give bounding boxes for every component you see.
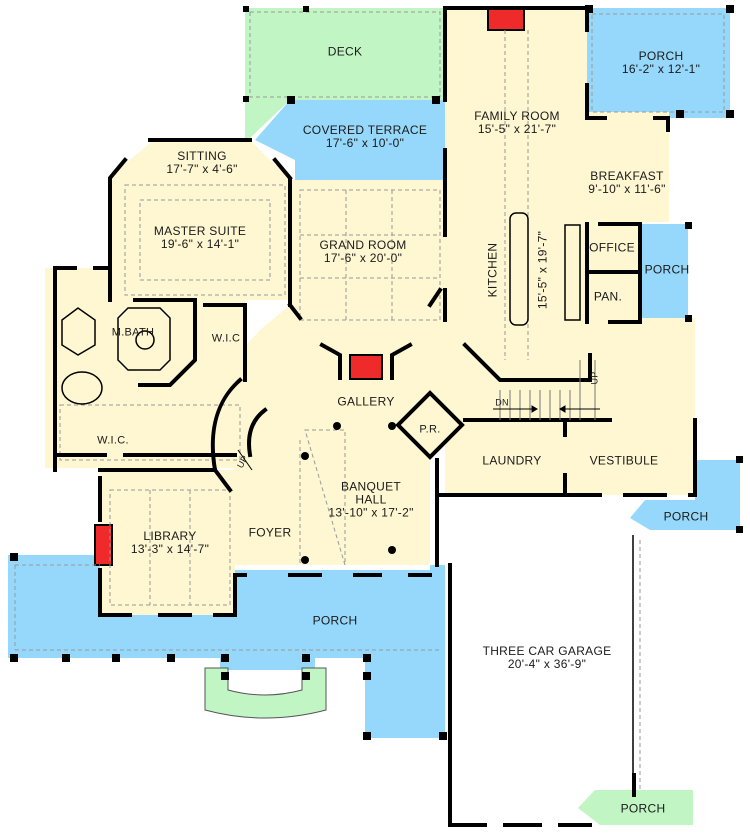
room-dims: 17'-6" x 20'-0" [323, 251, 403, 265]
room-gallery: GALLERY [337, 394, 395, 409]
room-pantry: PAN. [593, 289, 623, 304]
room-deck: DECK [327, 44, 363, 59]
side-porch-area [641, 224, 688, 319]
room-library: LIBRARY 13'-3" x 14'-7" [131, 530, 209, 556]
room-name: SITTING [177, 149, 227, 163]
room-name: P.R. [419, 423, 441, 436]
room-foyer: FOYER [248, 525, 292, 540]
room-grand-room: GRAND ROOM 17'-6" x 20'-0" [320, 239, 407, 265]
room-wic-upper: W.I.C [212, 333, 240, 346]
room-dims: 17'-7" x 4'-6" [166, 162, 238, 176]
room-name: PORCH [620, 801, 666, 816]
room-name: W.I.C [211, 332, 241, 345]
family-room-fireplace [487, 7, 525, 31]
vestibule-porch-area [630, 460, 740, 530]
room-dims: 16'-2" x 12'-1" [621, 62, 701, 76]
room-garage-porch: PORCH [620, 801, 666, 816]
room-office: OFFICE [589, 240, 635, 255]
rear-stair-down-label: DN [495, 397, 509, 408]
room-dims: 9'-10" x 11'-6" [588, 182, 666, 196]
room-dims: 15'-5" x 19'-7" [535, 230, 550, 310]
room-name: LAUNDRY [482, 453, 542, 468]
covered-terrace-area [255, 100, 445, 185]
room-name: BREAKFAST [590, 169, 664, 183]
room-name: PORCH [638, 49, 684, 63]
room-name: PORCH [663, 509, 709, 524]
room-name-line2: HALL [355, 492, 387, 507]
room-dims: 20'-4" x 36'-9" [507, 657, 587, 671]
room-name: MASTER SUITE [153, 224, 247, 238]
room-name: GRAND ROOM [319, 238, 407, 252]
room-garage: THREE CAR GARAGE 20'-4" x 36'-9" [483, 645, 612, 671]
room-kitchen-name: KITCHEN [485, 242, 500, 298]
room-name: THREE CAR GARAGE [482, 644, 612, 658]
garage-porch-area [578, 790, 693, 825]
front-porch-area [8, 555, 445, 738]
room-banquet-hall: BANQUET HALL 13'-10" x 17'-2" [328, 479, 414, 520]
room-dims: 13'-3" x 14'-7" [130, 542, 210, 556]
room-name-line1: BANQUET [340, 479, 402, 494]
room-name: FOYER [248, 525, 292, 540]
room-name: OFFICE [589, 240, 635, 255]
room-name: LIBRARY [143, 529, 197, 543]
room-name: PORCH [312, 613, 358, 628]
room-name: FAMILY ROOM [474, 109, 560, 123]
room-side-porch: PORCH [644, 262, 690, 277]
room-family-room: FAMILY ROOM 15'-5" x 21'-7" [474, 110, 560, 136]
room-laundry: LAUNDRY [482, 453, 542, 468]
room-name: COVERED TERRACE [302, 123, 428, 137]
room-dims: 13'-10" x 17'-2" [328, 505, 414, 520]
rear-stair-up-label: UP [589, 371, 600, 385]
room-sitting: SITTING 17'-7" x 4'-6" [166, 150, 237, 176]
room-wic-lower: W.I.C. [97, 435, 129, 448]
room-kitchen-dims: 15'-5" x 19'-7" [535, 230, 550, 310]
library-fireplace [94, 524, 113, 566]
rear-porch-area [587, 8, 730, 118]
room-master-bath: M.BATH [112, 327, 155, 340]
front-steps [204, 667, 327, 719]
room-front-porch: PORCH [312, 613, 358, 628]
room-powder-room: P.R. [419, 424, 440, 437]
room-dims: 19'-6" x 14'-1" [160, 237, 240, 251]
room-vestibule-porch: PORCH [663, 509, 709, 524]
room-breakfast: BREAKFAST 9'-10" x 11'-6" [588, 170, 665, 196]
room-covered-terrace: COVERED TERRACE 17'-6" x 10'-0" [303, 124, 427, 150]
room-master-suite: MASTER SUITE 19'-6" x 14'-1" [154, 225, 246, 251]
room-name: W.I.C. [97, 434, 129, 447]
room-name: PAN. [593, 289, 623, 304]
gallery-fireplace [349, 354, 383, 380]
room-name: KITCHEN [485, 242, 500, 298]
deck-area [245, 8, 445, 140]
room-dims: 17'-6" x 10'-0" [325, 136, 405, 150]
room-name: PORCH [644, 262, 690, 277]
room-name: DECK [327, 44, 363, 59]
room-dims: 15'-5" x 21'-7" [477, 122, 557, 136]
room-name: VESTIBULE [589, 453, 659, 468]
room-rear-porch: PORCH 16'-2" x 12'-1" [622, 50, 700, 76]
room-name: GALLERY [337, 394, 395, 409]
room-name: M.BATH [111, 326, 155, 339]
room-vestibule: VESTIBULE [589, 453, 659, 468]
